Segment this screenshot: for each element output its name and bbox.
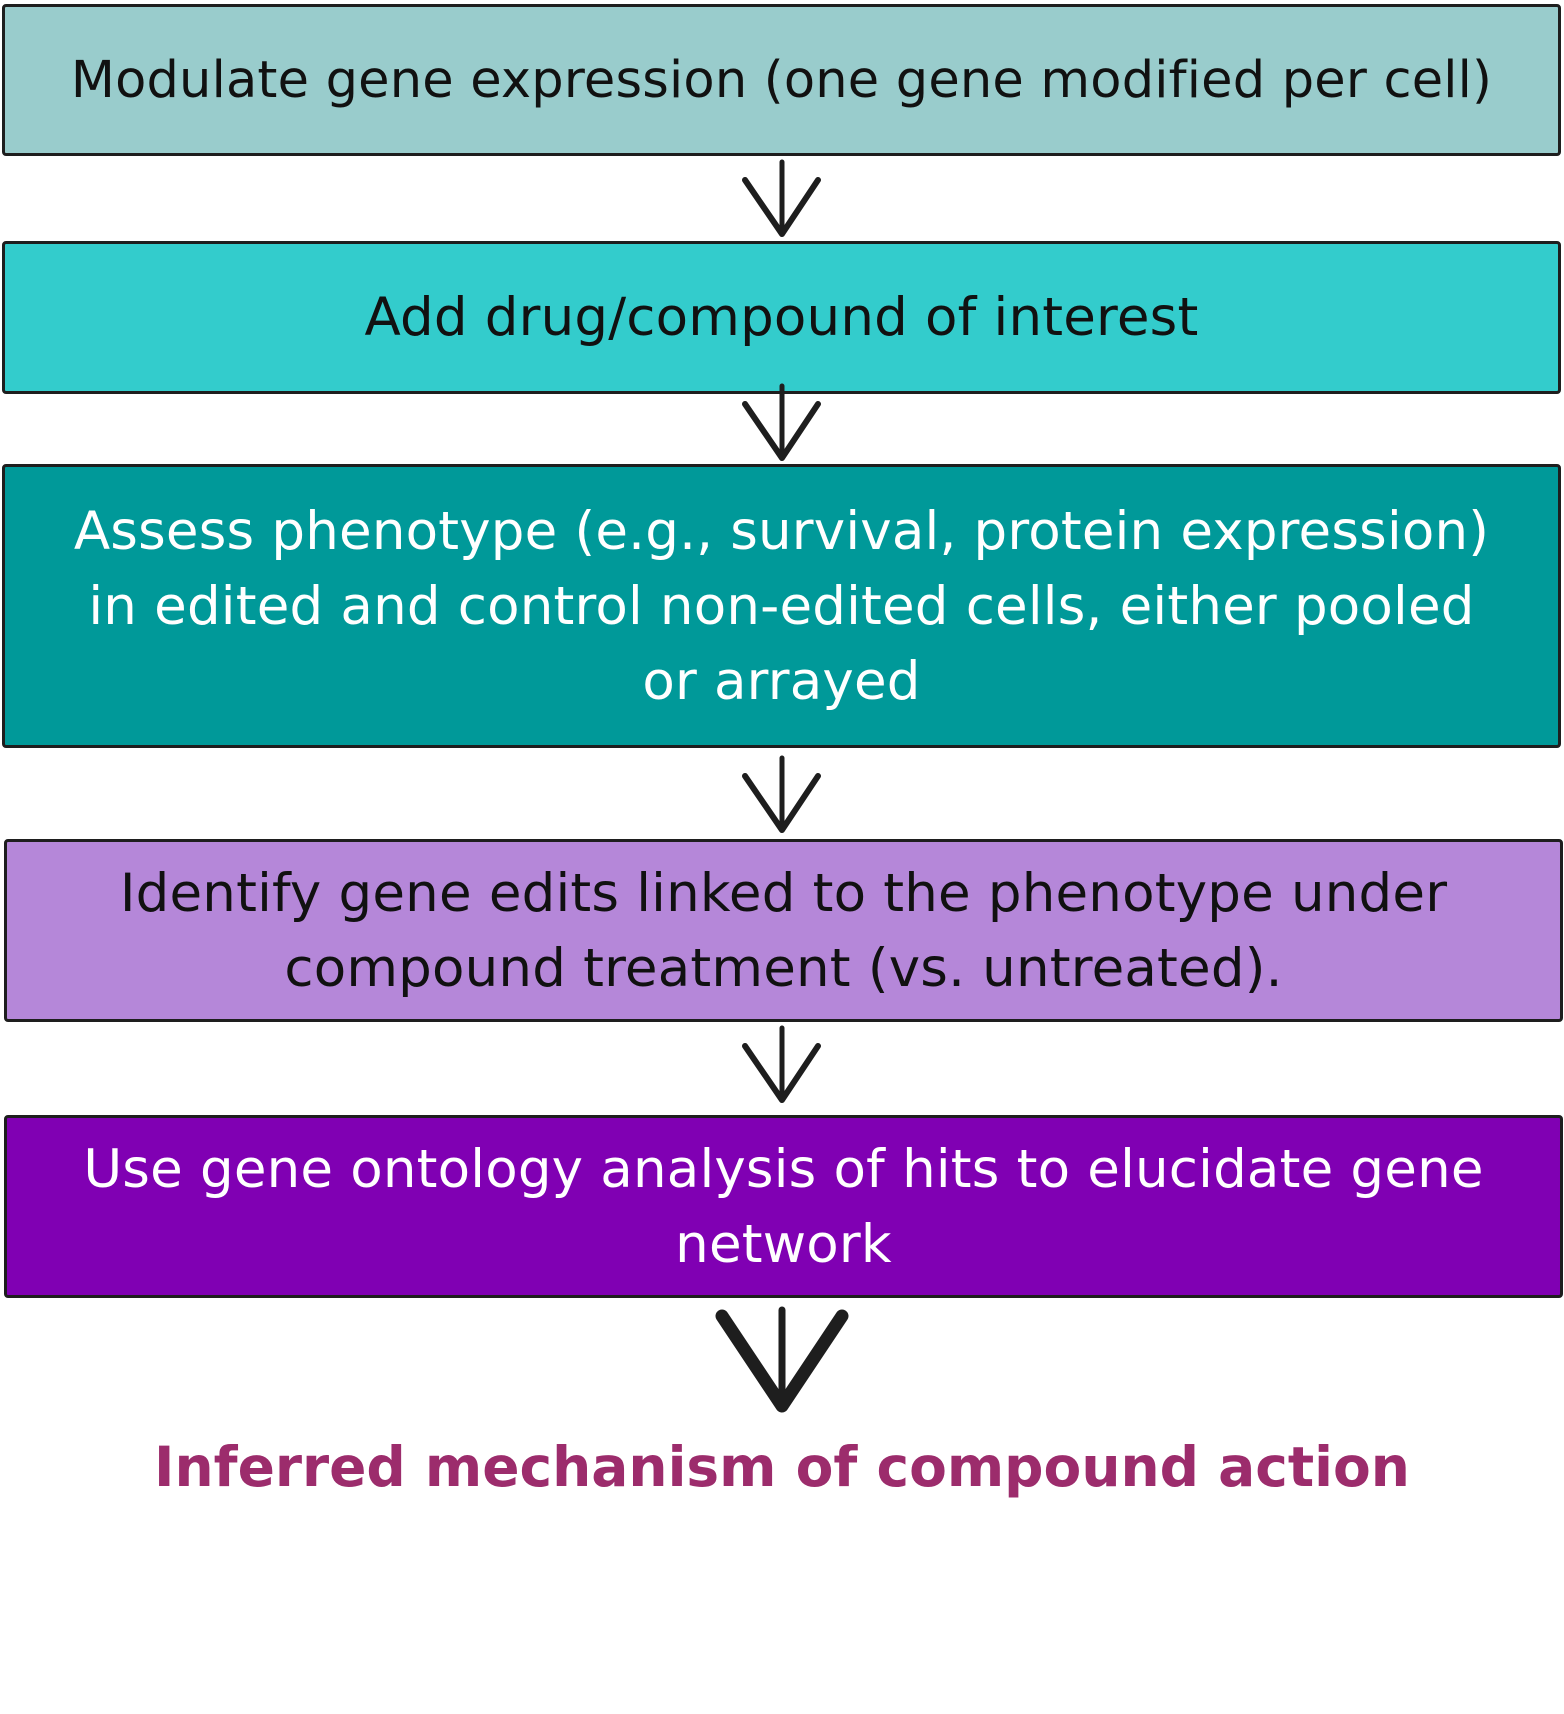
down-arrow-icon bbox=[742, 159, 821, 237]
step-4-identify-gene-edits: Identify gene edits linked to the phenot… bbox=[4, 839, 1563, 1022]
down-arrow-icon bbox=[742, 1025, 821, 1103]
step-3-label: Assess phenotype (e.g., survival, protei… bbox=[73, 500, 1490, 712]
step-1-label: Modulate gene expression (one gene modif… bbox=[70, 50, 1493, 110]
large-down-arrow-icon bbox=[715, 1306, 849, 1413]
down-arrow-icon bbox=[742, 755, 821, 833]
step-2-add-compound: Add drug/compound of interest bbox=[2, 241, 1561, 394]
step-5-gene-ontology-analysis: Use gene ontology analysis of hits to el… bbox=[4, 1115, 1563, 1298]
step-1-modulate-gene-expression: Modulate gene expression (one gene modif… bbox=[2, 4, 1561, 156]
step-3-assess-phenotype: Assess phenotype (e.g., survival, protei… bbox=[2, 464, 1561, 748]
conclusion-inferred-mechanism: Inferred mechanism of compound action bbox=[154, 1435, 1410, 1499]
step-2-label: Add drug/compound of interest bbox=[364, 287, 1199, 348]
step-4-label: Identify gene edits linked to the phenot… bbox=[119, 862, 1448, 999]
down-arrow-icon bbox=[742, 383, 821, 461]
step-5-label: Use gene ontology analysis of hits to el… bbox=[83, 1138, 1484, 1275]
